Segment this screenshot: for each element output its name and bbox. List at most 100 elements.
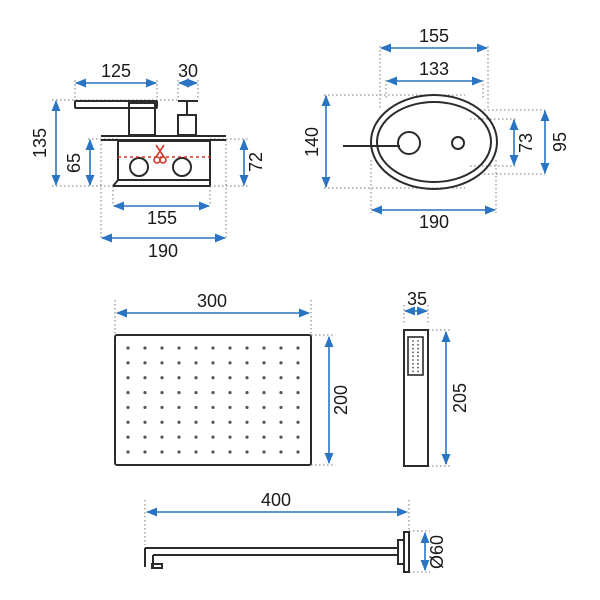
dim-label-plate-inner-height: 73	[516, 133, 536, 153]
nozzle-dot	[160, 361, 164, 365]
nozzle-dot	[177, 390, 181, 395]
dim-label-arm-diameter: Ø60	[427, 535, 447, 569]
nozzle-dot	[211, 435, 215, 439]
hand-nozzle-dot	[412, 366, 414, 369]
dim-label-plate-outer-width: 155	[419, 26, 449, 46]
nozzle-dot	[177, 346, 181, 350]
hand-nozzle-dot	[417, 340, 419, 342]
nozzle-dot	[245, 405, 249, 410]
dim-label-box-width: 155	[147, 208, 177, 228]
shower-arm-body	[144, 531, 410, 573]
mixer-plate-dimensions	[321, 43, 550, 215]
nozzle-dot	[296, 420, 300, 424]
nozzle-dot	[296, 376, 300, 380]
nozzle-dot	[143, 450, 147, 454]
mixer-front-view: 125 30 135 65 72 155 190	[30, 61, 266, 261]
nozzle-dot	[296, 361, 300, 365]
dim-label-plate-total-width: 190	[419, 212, 449, 232]
nozzle-dot	[245, 346, 249, 350]
mixer-front-dimensions	[51, 78, 249, 243]
nozzle-dot	[228, 390, 232, 395]
nozzle-dot	[126, 420, 130, 424]
nozzle-dot	[279, 435, 283, 439]
nozzle-dot	[177, 420, 181, 424]
nozzle-dot	[279, 390, 283, 395]
nozzle-dot	[143, 405, 147, 410]
nozzle-dot	[160, 376, 164, 380]
nozzle-dot	[177, 435, 181, 439]
hand-nozzle-dot	[412, 362, 414, 365]
nozzle-dot	[194, 405, 198, 410]
dim-label-lever-width: 125	[101, 61, 131, 81]
hand-nozzle-dot	[417, 366, 419, 369]
hand-nozzle-dot	[412, 343, 414, 346]
nozzle-dot	[245, 390, 249, 395]
mixer-front-dimension-labels: 125 30 135 65 72 155 190	[30, 61, 266, 261]
nozzle-dot	[245, 420, 249, 424]
dim-label-plate-inner-width: 133	[419, 59, 449, 79]
hand-nozzle-dot	[412, 355, 414, 358]
nozzle-dot	[211, 390, 215, 395]
nozzle-dot	[143, 346, 147, 350]
nozzle-dot	[245, 361, 249, 365]
hand-nozzle-dot	[417, 355, 419, 358]
nozzle-dot	[194, 376, 198, 380]
nozzle-dot	[211, 376, 215, 380]
nozzle-dot	[126, 346, 130, 350]
nozzle-dot	[160, 435, 164, 439]
dim-label-arm-length: 400	[261, 490, 291, 510]
nozzle-dot	[262, 390, 266, 395]
nozzle-dot	[143, 390, 147, 395]
nozzle-dot	[296, 346, 300, 350]
shower-arm-view: 400 Ø60	[144, 490, 447, 573]
nozzle-dot	[194, 361, 198, 365]
nozzle-dot	[245, 450, 249, 454]
nozzle-dot	[143, 361, 147, 365]
dim-label-rain-head-width: 300	[197, 291, 227, 311]
nozzle-dot	[279, 346, 283, 350]
nozzle-dot	[194, 390, 198, 395]
nozzle-dot	[211, 450, 215, 454]
hand-nozzle-dot	[417, 370, 419, 373]
nozzle-dot	[211, 346, 215, 350]
dim-label-hand-shower-width: 35	[407, 289, 427, 309]
nozzle-dot	[262, 405, 266, 410]
hand-shower-view: 35 205	[403, 289, 470, 467]
nozzle-dot	[143, 420, 147, 424]
dim-label-plate-side-height: 95	[550, 132, 570, 152]
nozzle-dot	[296, 405, 300, 410]
dim-label-body-height: 65	[64, 153, 84, 173]
hand-shower-nozzles	[412, 340, 419, 373]
nozzle-dot	[194, 420, 198, 424]
dim-label-plate-width: 190	[148, 241, 178, 261]
nozzle-dot	[177, 376, 181, 380]
nozzle-dot	[228, 361, 232, 365]
nozzle-dot	[160, 450, 164, 454]
hand-shower-extension-lines	[403, 305, 452, 467]
nozzle-dot	[126, 361, 130, 365]
mixer-plate-view: 155 133 140 73 95 190	[302, 26, 570, 232]
nozzle-dot	[126, 376, 130, 380]
nozzle-dot	[262, 435, 266, 439]
nozzle-dot	[279, 450, 283, 454]
hand-shower-head	[407, 336, 424, 376]
scissors-icon	[118, 144, 210, 164]
nozzle-dot	[279, 361, 283, 365]
nozzle-dot	[211, 405, 215, 410]
nozzle-dot	[194, 346, 198, 350]
rain-shower-head-view: 300 200	[114, 291, 351, 466]
nozzle-dot	[296, 390, 300, 395]
nozzle-dot	[262, 361, 266, 365]
nozzle-dot	[177, 450, 181, 454]
nozzle-dot	[228, 420, 232, 424]
nozzle-dot	[194, 450, 198, 454]
shower-arm-extension-lines	[144, 500, 430, 573]
hand-nozzle-dot	[417, 351, 419, 354]
nozzle-dot	[143, 376, 147, 380]
mixer-front-body	[74, 100, 226, 187]
nozzle-dot	[160, 420, 164, 424]
nozzle-dot	[143, 435, 147, 439]
nozzle-dot	[211, 361, 215, 365]
nozzle-dot	[126, 450, 130, 454]
